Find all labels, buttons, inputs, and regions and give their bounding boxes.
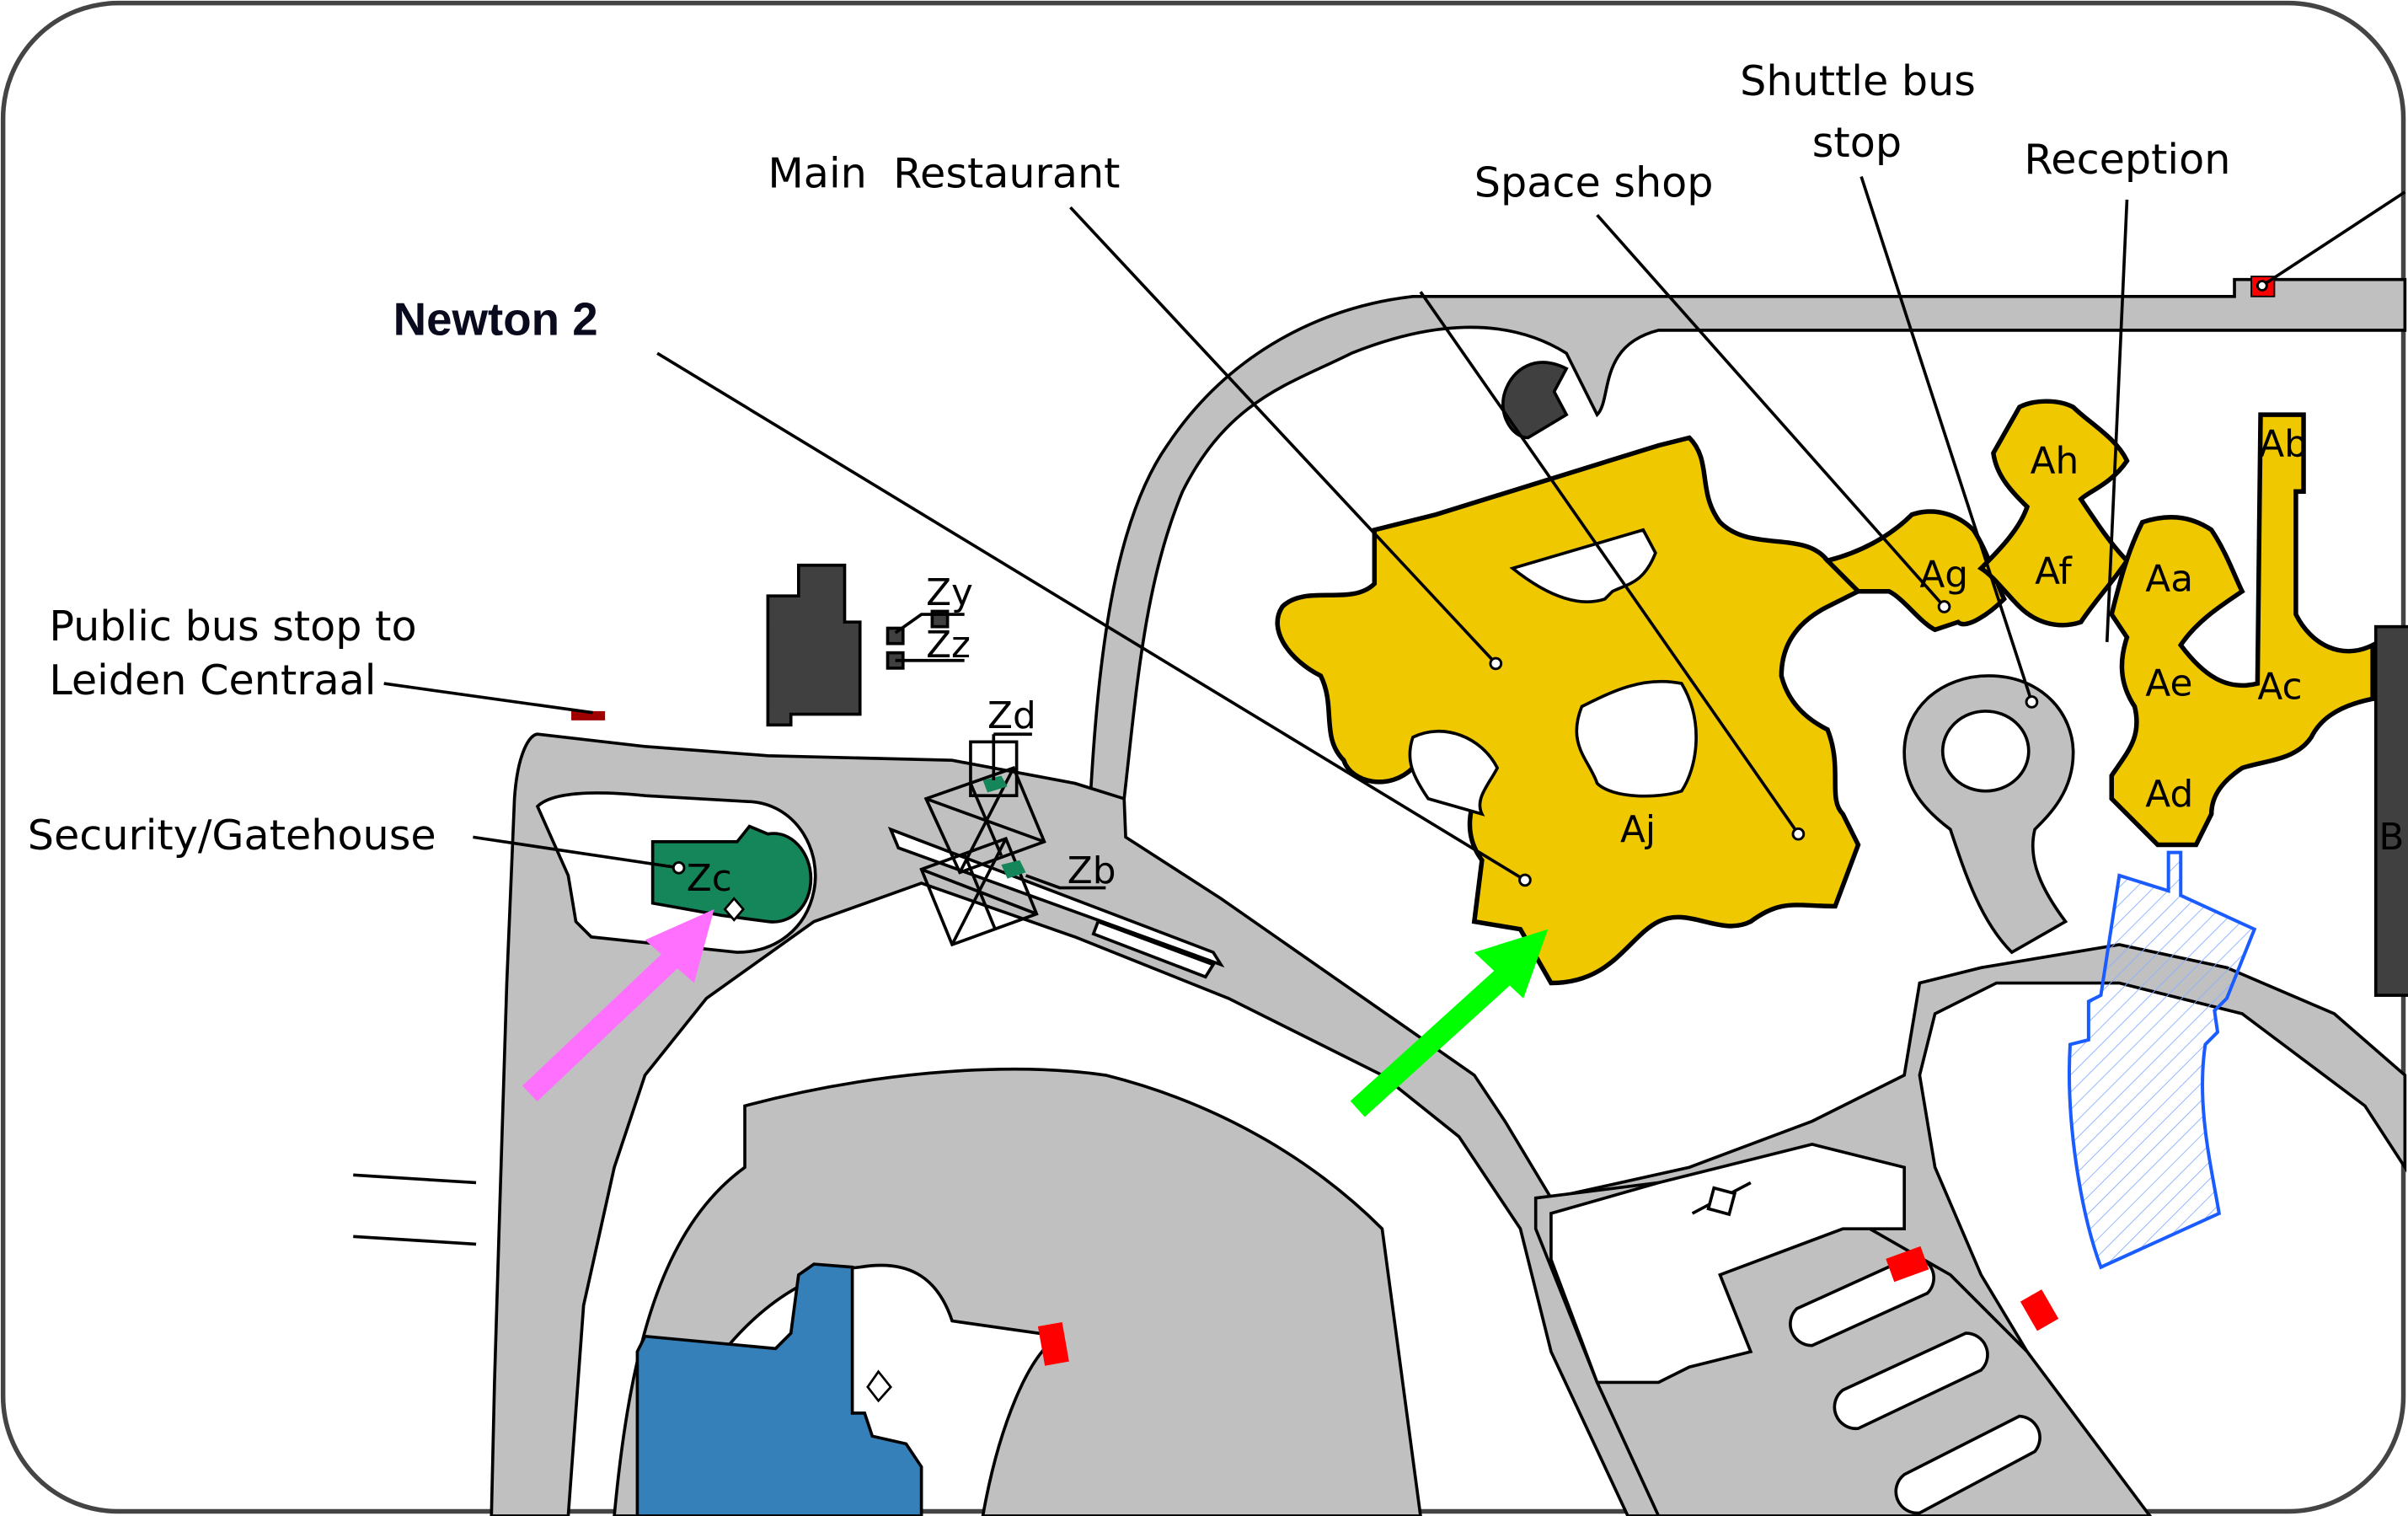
building-Aa-Ae-Ac-Ad [2109,412,2375,848]
pink-arrow-icon [522,909,714,1102]
label-building-Ah: Ah [2031,439,2079,482]
label-building-Af: Af [2035,550,2073,593]
building-Zd-Zb-lattice [919,740,1046,947]
label-shuttle-bus-line1: Shuttle bus [1740,56,1976,105]
marker-red-parking-2 [2020,1289,2059,1331]
label-building-Zy: Zy [926,571,973,614]
label-building-Aa: Aa [2145,558,2193,601]
label-building-Ac: Ac [2257,665,2302,708]
label-building-Aj: Aj [1620,808,1656,851]
road-north [1089,277,2407,801]
marker-red-parking-1 [1886,1245,1929,1283]
leader-lines [383,176,2406,890]
leader-dots [672,280,2268,887]
label-building-Zz: Zz [926,624,971,667]
building-Aj [1275,435,1877,986]
building-Zy-marker [886,626,905,646]
building-dark-north [766,563,862,727]
label-building-Zc: Zc [687,857,732,900]
label-reception: Reception [2024,135,2230,184]
courtyard [1575,679,1698,798]
building-Zc [650,824,813,924]
label-building-Zb: Zb [1068,849,1116,892]
label-building-Ag: Ag [1919,553,1968,596]
gate-diamond-icon [723,897,745,922]
label-public-bus-line2: Leiden Centraal [49,656,376,704]
label-security-gatehouse: Security/Gatehouse [28,811,436,860]
marker-red-arc [1037,1321,1069,1366]
label-public-bus-line1: Public bus stop to [49,602,416,651]
shuttle-icon [1691,1181,1752,1217]
parking-inner [1549,1143,1906,1385]
roundabout-center [1940,710,2031,793]
road-island [887,827,1225,968]
label-building-B: B [2379,816,2404,859]
label-space-shop: Space shop [1474,158,1714,206]
road-stub-west [353,1173,477,1246]
label-shuttle-bus-line2: stop [1812,118,1902,167]
label-building-Ae: Ae [2145,662,2192,705]
building-dark-dome [1501,361,1569,440]
building-Zd-core [982,775,1008,793]
diamond-icon [866,1369,892,1403]
label-building-Ad: Ad [2145,773,2193,816]
courtyard [1509,528,1657,603]
hatched-zone [2068,850,2257,1270]
building-Ah [1977,399,2130,628]
label-newton-2: Newton 2 [393,292,598,345]
road-island [1091,919,1216,979]
marker-bus-stop [571,710,606,721]
building-Zb-core [1001,860,1026,879]
courtyard [1408,729,1500,817]
building-blue [635,1262,923,1516]
label-building-Ab: Ab [2259,422,2308,465]
label-main-restaurant: Main Restaurant [768,148,1120,197]
label-building-Zd: Zd [987,694,1036,737]
building-B [2373,624,2408,997]
